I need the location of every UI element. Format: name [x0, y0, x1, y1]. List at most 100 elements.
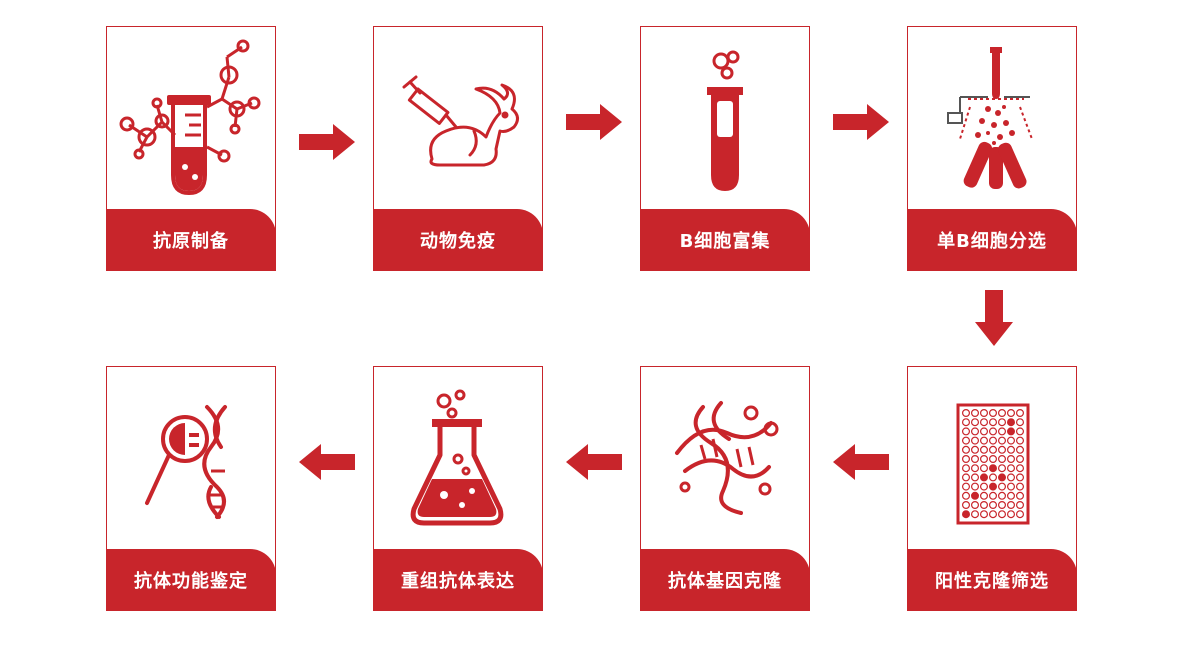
well-icon — [1006, 510, 1015, 519]
well-icon — [970, 491, 979, 500]
well-icon — [1006, 418, 1015, 427]
step-label: 重组抗体表达 — [373, 549, 543, 611]
well-icon — [961, 418, 970, 427]
well-icon — [970, 473, 979, 482]
well-icon — [988, 454, 997, 463]
well-icon — [988, 418, 997, 427]
well-icon — [1015, 436, 1024, 445]
well-icon — [961, 510, 970, 519]
well-icon — [1015, 418, 1024, 427]
well-icon — [1006, 436, 1015, 445]
well-icon — [997, 436, 1006, 445]
well-icon — [1015, 454, 1024, 463]
step-card-single-b-cell-sorting: 单B细胞分选 — [907, 26, 1077, 271]
well-icon — [979, 418, 988, 427]
well-icon — [979, 454, 988, 463]
arrow-left-icon — [299, 444, 355, 480]
step-label: B细胞富集 — [640, 209, 810, 271]
well-icon — [970, 445, 979, 454]
well-icon — [997, 473, 1006, 482]
well-icon — [970, 454, 979, 463]
well-icon — [1006, 408, 1015, 417]
arrow-left-icon — [833, 444, 889, 480]
well-icon — [1006, 501, 1015, 510]
well-icon — [961, 482, 970, 491]
well-icon — [1006, 427, 1015, 436]
well-icon — [997, 418, 1006, 427]
step-label: 抗体功能鉴定 — [106, 549, 276, 611]
well-icon — [1015, 445, 1024, 454]
flask-icon — [374, 367, 542, 550]
arrow-down-icon — [975, 290, 1013, 346]
well-icon — [979, 501, 988, 510]
step-card-recombinant-expression: 重组抗体表达 — [373, 366, 543, 611]
well-icon — [979, 436, 988, 445]
arrow-right-icon — [566, 104, 622, 140]
rabbit-syringe-icon — [374, 27, 542, 210]
well-icon — [970, 436, 979, 445]
well-icon — [997, 427, 1006, 436]
well-icon — [988, 482, 997, 491]
well-icon — [988, 473, 997, 482]
well-icon — [988, 408, 997, 417]
well-icon — [1006, 445, 1015, 454]
step-card-antibody-function: 抗体功能鉴定 — [106, 366, 276, 611]
well-icon — [988, 436, 997, 445]
well-icon — [970, 418, 979, 427]
well-icon — [961, 454, 970, 463]
well-icon — [970, 482, 979, 491]
step-label: 阳性克隆筛选 — [907, 549, 1077, 611]
well-icon — [997, 501, 1006, 510]
step-label: 抗原制备 — [106, 209, 276, 271]
well-icon — [970, 427, 979, 436]
well-icon — [970, 464, 979, 473]
well-icon — [1015, 473, 1024, 482]
step-label: 抗体基因克隆 — [640, 549, 810, 611]
well-icon — [988, 501, 997, 510]
well-icon — [1006, 464, 1015, 473]
dna-helix-icon — [641, 367, 809, 550]
arrow-right-icon — [833, 104, 889, 140]
well-icon — [961, 436, 970, 445]
well-icon — [970, 408, 979, 417]
well-icon — [961, 445, 970, 454]
well-icon — [1015, 464, 1024, 473]
well-icon — [997, 482, 1006, 491]
well-icon — [988, 491, 997, 500]
well-icon — [961, 408, 970, 417]
well-icon — [988, 445, 997, 454]
well-icon — [1006, 491, 1015, 500]
step-card-animal-immunization: 动物免疫 — [373, 26, 543, 271]
well-icon — [997, 510, 1006, 519]
well-icon — [961, 473, 970, 482]
arrow-left-icon — [566, 444, 622, 480]
antigen-tube-icon — [107, 27, 275, 210]
well-icon — [961, 464, 970, 473]
cell-sorter-icon — [908, 27, 1076, 210]
well-icon — [997, 408, 1006, 417]
test-tube-icon — [641, 27, 809, 210]
well-icon — [961, 491, 970, 500]
step-label: 动物免疫 — [373, 209, 543, 271]
well-icon — [1015, 510, 1024, 519]
well-icon — [970, 510, 979, 519]
well-icon — [979, 510, 988, 519]
step-card-b-cell-enrichment: B细胞富集 — [640, 26, 810, 271]
well-icon — [970, 501, 979, 510]
step-card-gene-cloning: 抗体基因克隆 — [640, 366, 810, 611]
well-icon — [1006, 473, 1015, 482]
well-icon — [961, 501, 970, 510]
well-icon — [979, 491, 988, 500]
well-icon — [979, 408, 988, 417]
well-icon — [1015, 491, 1024, 500]
arrow-right-icon — [299, 124, 355, 160]
well-icon — [988, 464, 997, 473]
well-icon — [997, 445, 1006, 454]
step-card-positive-clone-screening: 阳性克隆筛选 — [907, 366, 1077, 611]
well-icon — [979, 445, 988, 454]
well-icon — [988, 427, 997, 436]
well-icon — [997, 491, 1006, 500]
well-icon — [1015, 501, 1024, 510]
well-icon — [979, 427, 988, 436]
well-icon — [988, 510, 997, 519]
